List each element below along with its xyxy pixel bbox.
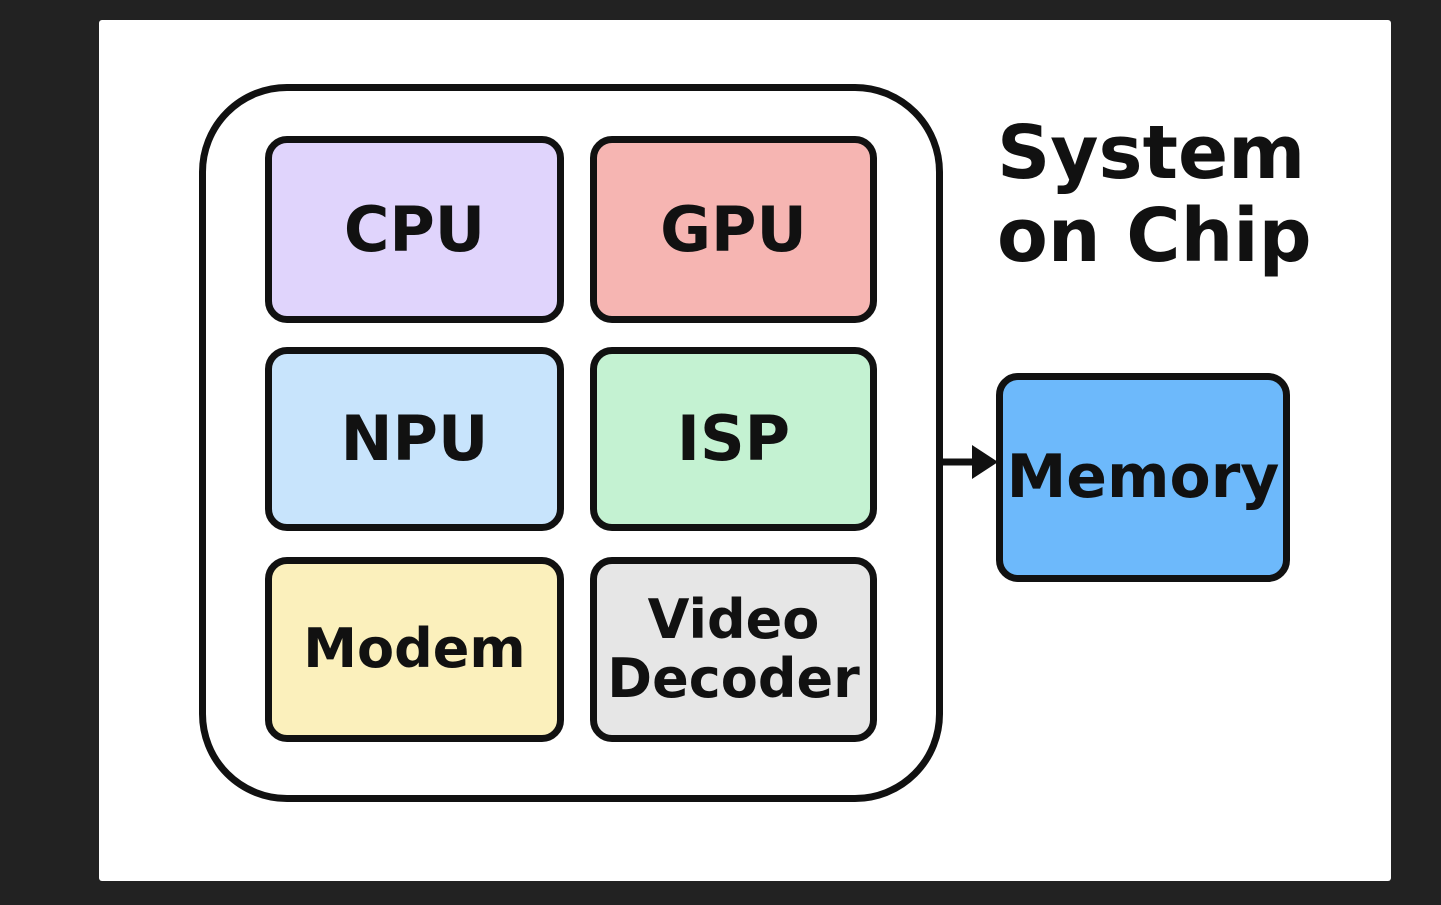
memory-block: Memory [996,373,1290,582]
title-line-2: on Chip [997,192,1312,279]
npu-block: NPU [265,347,564,531]
modem-block: Modem [265,557,564,742]
gpu-block: GPU [590,136,877,323]
cpu-block: CPU [265,136,564,323]
isp-block: ISP [590,347,877,531]
soc-to-memory-arrow [940,445,998,479]
diagram-title: System on Chip [997,112,1312,278]
video-decoder-block: Video Decoder [590,557,877,742]
soc-container: CPU GPU NPU ISP Modem Video Decoder [199,84,943,802]
diagram-canvas: CPU GPU NPU ISP Modem Video Decoder Syst… [99,20,1391,881]
title-line-1: System [997,110,1306,196]
